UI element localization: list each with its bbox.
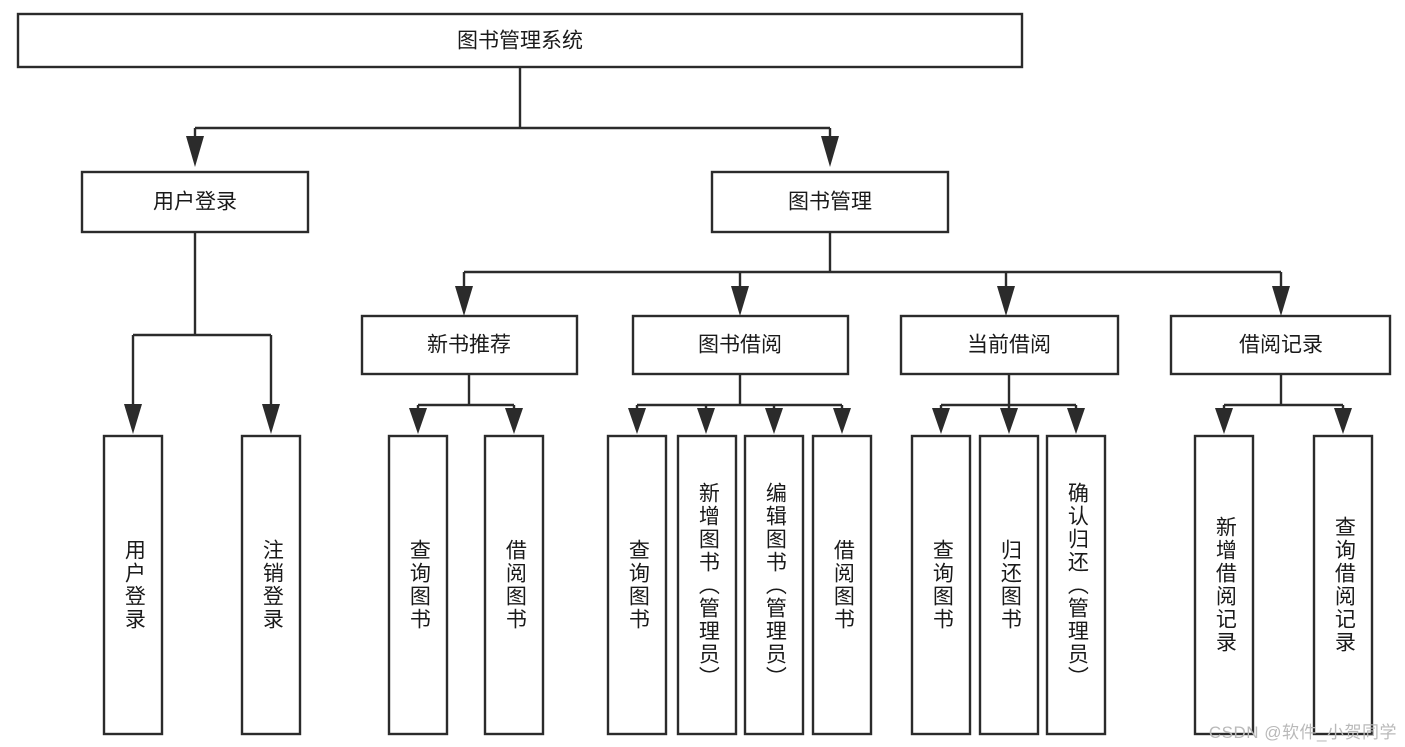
- arrowhead-user-login: [186, 136, 204, 167]
- arrowhead-leaf-confirm-return: [1067, 408, 1085, 434]
- connector-group-borrow-record: [1215, 374, 1352, 434]
- node-current-borrow[interactable]: 当前借阅: [899, 314, 1120, 376]
- arrowhead-leaf-edit-book: [765, 408, 783, 434]
- arrowhead-current-borrow: [997, 286, 1015, 316]
- node-leaf-add-record-box[interactable]: [1193, 434, 1255, 736]
- node-leaf-user-login-box[interactable]: [102, 434, 164, 736]
- connector-group-book-borrow: [628, 374, 851, 434]
- arrowhead-leaf-borrow-book-1: [505, 408, 523, 434]
- node-book-borrow-box[interactable]: [631, 314, 850, 376]
- node-leaf-user-logout-box[interactable]: [240, 434, 302, 736]
- node-book-borrow-label: 图书借阅: [698, 334, 782, 357]
- node-user-login[interactable]: 用户登录: [80, 170, 310, 234]
- arrowhead-leaf-add-book: [697, 408, 715, 434]
- node-current-borrow-box[interactable]: [899, 314, 1120, 376]
- node-leaf-return-book-box[interactable]: [978, 434, 1040, 736]
- arrowhead-leaf-query-book-3: [932, 408, 950, 434]
- node-user-login-box[interactable]: [80, 170, 310, 234]
- arrowhead-book-manage: [821, 136, 839, 167]
- arrowhead-book-borrow: [731, 286, 749, 316]
- node-leaf-query-book-3-box[interactable]: [910, 434, 972, 736]
- arrowhead-borrow-record: [1272, 286, 1290, 316]
- node-root-box[interactable]: [16, 12, 1024, 69]
- arrowhead-leaf-return-book: [1000, 408, 1018, 434]
- node-leaf-borrow-book-1-box[interactable]: [483, 434, 545, 736]
- arrowhead-leaf-add-record: [1215, 408, 1233, 434]
- node-book-manage-box[interactable]: [710, 170, 950, 234]
- connector-group-new-book-recommend: [409, 374, 523, 434]
- node-root[interactable]: 图书管理系统: [16, 12, 1024, 69]
- node-leaf-query-book-2-box[interactable]: [606, 434, 668, 736]
- node-book-borrow[interactable]: 图书借阅: [631, 314, 850, 376]
- node-borrow-record[interactable]: 借阅记录: [1169, 314, 1392, 376]
- leaf-boxes: [102, 434, 1374, 736]
- node-new-book-recommend[interactable]: 新书推荐: [360, 314, 579, 376]
- node-current-borrow-label: 当前借阅: [967, 334, 1051, 357]
- node-root-label: 图书管理系统: [457, 30, 583, 53]
- node-book-manage-label: 图书管理: [788, 191, 872, 214]
- arrowhead-leaf-user-logout: [262, 404, 280, 434]
- arrowhead-leaf-user-login: [124, 404, 142, 434]
- connector-group-user-login: [124, 232, 280, 434]
- node-leaf-query-record-box[interactable]: [1312, 434, 1374, 736]
- node-new-book-recommend-box[interactable]: [360, 314, 579, 376]
- arrowhead-leaf-borrow-book-2: [833, 408, 851, 434]
- node-new-book-recommend-label: 新书推荐: [427, 334, 511, 357]
- connector-group-root: [186, 67, 839, 167]
- arrowhead-leaf-query-book-2: [628, 408, 646, 434]
- node-leaf-confirm-return-box[interactable]: [1045, 434, 1107, 736]
- node-book-manage[interactable]: 图书管理: [710, 170, 950, 234]
- arrowhead-leaf-query-record: [1334, 408, 1352, 434]
- node-leaf-edit-book-box[interactable]: [743, 434, 805, 736]
- node-leaf-add-book-box[interactable]: [676, 434, 738, 736]
- node-borrow-record-label: 借阅记录: [1239, 334, 1323, 357]
- connector-group-book-manage: [455, 232, 1290, 316]
- node-leaf-query-book-1-box[interactable]: [387, 434, 449, 736]
- node-leaf-borrow-book-2-box[interactable]: [811, 434, 873, 736]
- node-borrow-record-box[interactable]: [1169, 314, 1392, 376]
- connector-group-current-borrow: [932, 374, 1085, 434]
- arrowhead-new-book-recommend: [455, 286, 473, 316]
- watermark-text: CSDN @软件_小贺同学: [1208, 723, 1397, 742]
- node-user-login-label: 用户登录: [153, 191, 237, 214]
- arrowhead-leaf-query-book-1: [409, 408, 427, 434]
